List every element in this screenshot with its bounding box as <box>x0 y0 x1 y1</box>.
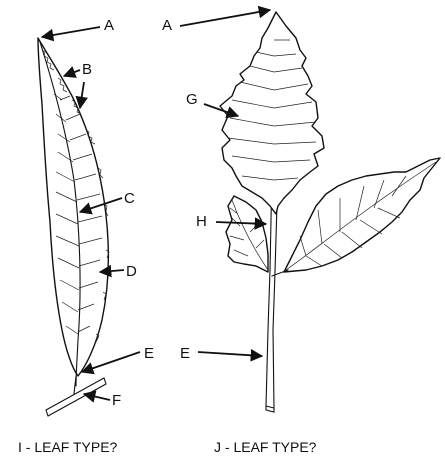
label-c: C <box>124 190 135 207</box>
right-leaflet <box>283 157 441 273</box>
arrow-a-right <box>179 5 272 27</box>
simple-leaf <box>37 37 110 417</box>
simple-leaf-midrib <box>39 41 81 387</box>
caption-left: I - LEAF TYPE? <box>18 439 118 455</box>
simple-leaf-twig <box>45 377 107 417</box>
label-e-left: E <box>144 345 154 362</box>
caption-right: J - LEAF TYPE? <box>214 439 317 455</box>
arrow-g <box>203 103 240 119</box>
arrow-a-left <box>40 26 101 42</box>
arrow-b-down <box>75 81 88 110</box>
arrow-c <box>78 197 123 215</box>
terminal-leaflet <box>219 11 325 215</box>
terminal-leaflet-veins <box>227 39 317 181</box>
simple-leaf-blade <box>37 37 109 377</box>
right-leaflet-stalk <box>271 269 289 277</box>
label-arrows <box>40 5 272 403</box>
arrow-b-top <box>62 66 81 78</box>
arrow-e-right <box>197 349 264 362</box>
compound-leaf <box>219 11 441 413</box>
label-f: F <box>112 392 121 409</box>
label-b: B <box>82 61 92 78</box>
arrow-d <box>98 264 125 278</box>
label-a-right: A <box>162 17 172 34</box>
label-e-right: E <box>180 345 190 362</box>
simple-leaf-lateral-veins <box>53 93 103 335</box>
label-h: H <box>196 213 207 230</box>
simple-leaf-petiole <box>73 375 77 395</box>
arrow-f <box>82 390 111 403</box>
arrow-h <box>215 217 268 230</box>
label-g: G <box>186 91 198 108</box>
right-leaflet-veins <box>285 161 437 271</box>
label-a-left: A <box>104 17 114 34</box>
compound-leaf-base <box>265 405 275 413</box>
labels: A B C D E F A G H E <box>82 17 207 409</box>
arrow-e-left <box>80 351 141 375</box>
label-d: D <box>126 263 137 280</box>
captions: I - LEAF TYPE? J - LEAF TYPE? <box>18 439 317 455</box>
